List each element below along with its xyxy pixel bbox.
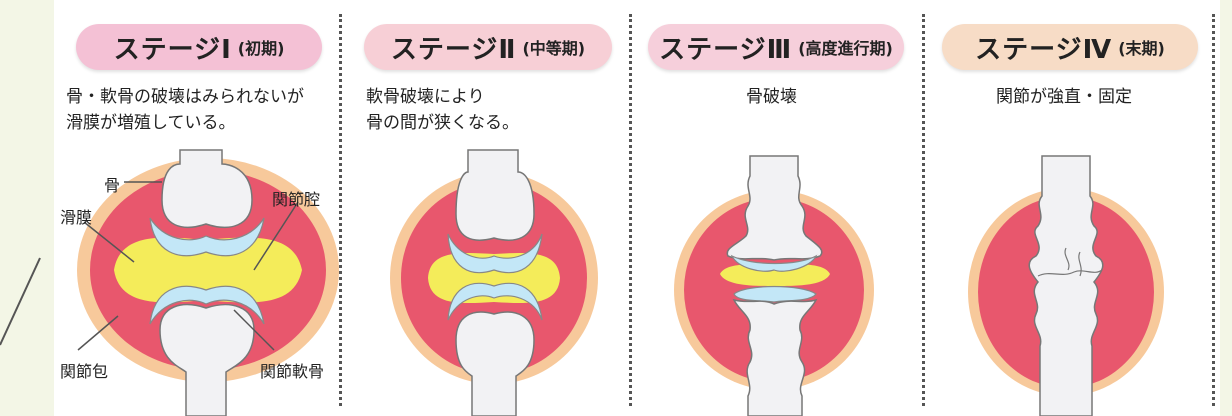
label-synovium: 滑膜 <box>60 204 92 228</box>
stage-2: ステージⅡ (中等期) 軟骨破壊により 骨の間が狭くなる。 <box>344 0 629 416</box>
label-joint-capsule: 関節包 <box>60 358 108 382</box>
label-articular-cartilage: 関節軟骨 <box>260 358 324 382</box>
stage-divider <box>339 14 342 406</box>
stage-diagram-panel: ステージⅠ (初期) 骨・軟骨の破壊はみられないが 滑膜が増殖している。 骨 滑… <box>54 0 1220 416</box>
stage-divider <box>922 14 925 406</box>
stage-2-joint-illustration <box>344 0 629 416</box>
stage-4: ステージⅣ (末期) 関節が強直・固定 <box>926 0 1216 416</box>
stage-divider <box>629 14 632 406</box>
label-bone: 骨 <box>104 172 120 196</box>
decorative-slash-line <box>0 0 54 416</box>
label-joint-cavity: 関節腔 <box>272 186 320 210</box>
stage-4-joint-illustration <box>926 0 1216 416</box>
stage-1: ステージⅠ (初期) 骨・軟骨の破壊はみられないが 滑膜が増殖している。 骨 滑… <box>54 0 339 416</box>
stage-3-joint-illustration <box>634 0 922 416</box>
stage-3: ステージⅢ (高度進行期) 骨破壊 <box>634 0 922 416</box>
